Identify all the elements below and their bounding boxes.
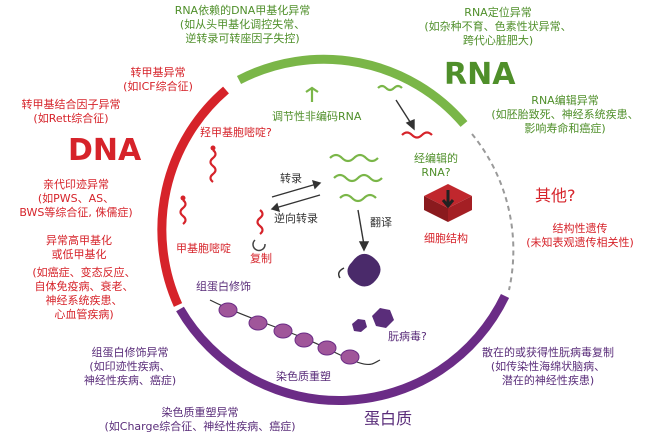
histone-modification-label: 组蛋白修饰 — [196, 280, 251, 293]
edited-rna-icon — [401, 131, 433, 139]
methyl-dot-icon — [210, 145, 216, 151]
cell-structure-icon — [424, 184, 472, 222]
transcription-arrow — [271, 182, 321, 198]
hyper-hypo-examples: (如癌症、变态反应、 自体免疫病、衰老、 神经系统疾患、 心血管疾病) — [32, 266, 136, 321]
dna-strand-icon — [179, 149, 264, 235]
structural-inheritance-note: 结构性遗传 (未知表观遗传相关性) — [526, 222, 634, 249]
chromatin-remodel-abnormal-note: 染色质重塑异常 (如Charge综合征、神经性疾病、癌症) — [104, 406, 296, 433]
reverse-transcription-label: 逆向转录 — [274, 212, 318, 225]
rna-squiggle-icon — [305, 84, 403, 203]
imprinting-note: 亲代印迹异常 (如PWS、AS、 BWS等综合征, 侏儒症) — [19, 178, 133, 219]
dna-title: DNA — [68, 133, 142, 168]
protein-arc — [176, 294, 510, 405]
dna-arc — [157, 86, 229, 307]
methyl-cytosine-label: 甲基胞嘧啶 — [176, 242, 231, 255]
hydroxymethyl-label: 羟甲基胞嘧啶? — [200, 126, 272, 139]
prion-disease-note: 散在的或获得性朊病毒复制 (如传染性海绵状脑病、 潜在的神经性疾患) — [482, 346, 614, 387]
prion-icon — [352, 308, 394, 332]
methyl-binding-note: 转甲基结合因子异常 (如Rett综合征) — [21, 98, 121, 125]
nucleosome-chain-icon — [209, 299, 381, 365]
translation-arrow — [357, 209, 365, 246]
replication-icon — [252, 239, 266, 252]
cell-structure-label: 细胞结构 — [424, 232, 468, 245]
replication-label: 复制 — [250, 252, 272, 265]
ncrna-label: 调节性非编码RNA — [272, 110, 362, 123]
rna-localization-note: RNA定位异常 (如杂种不育、色素性状异常、 跨代心脏肥大) — [424, 6, 572, 47]
transcription-label: 转录 — [280, 172, 302, 185]
methyl-dot-icon — [180, 195, 186, 201]
rna-editing-note: RNA编辑异常 (如胚胎致死、神经系统疾患、 影响寿命和癌症) — [491, 94, 639, 135]
edited-rna-label: 经编辑的 RNA? — [414, 152, 458, 179]
other-arc — [471, 133, 515, 291]
prion-label: 朊病毒? — [388, 330, 427, 343]
chromatin-remodeling-label: 染色质重塑 — [276, 370, 331, 383]
protein-title: 蛋白质 — [364, 409, 413, 428]
editing-arrow — [395, 99, 413, 126]
other-title: 其他? — [535, 186, 576, 205]
protein-icon — [337, 253, 381, 287]
histone-mod-abnormal-note: 组蛋白修饰异常 (如印迹性疾病、 神经性疾病、癌症) — [83, 346, 177, 387]
reverse-transcription-arrow — [271, 194, 321, 210]
transmethylation-note: 转甲基异常 (如ICF综合征) — [123, 66, 193, 93]
rna-dna-methylation-note: RNA依赖的DNA甲基化异常 (如从头甲基化调控失常、 逆转录可转座因子失控) — [174, 4, 311, 45]
translation-label: 翻译 — [370, 216, 392, 229]
hyper-hypo-note: 异常高甲基化 或低甲基化 — [46, 234, 112, 261]
rna-arc — [236, 54, 468, 127]
rna-title: RNA — [444, 57, 516, 92]
